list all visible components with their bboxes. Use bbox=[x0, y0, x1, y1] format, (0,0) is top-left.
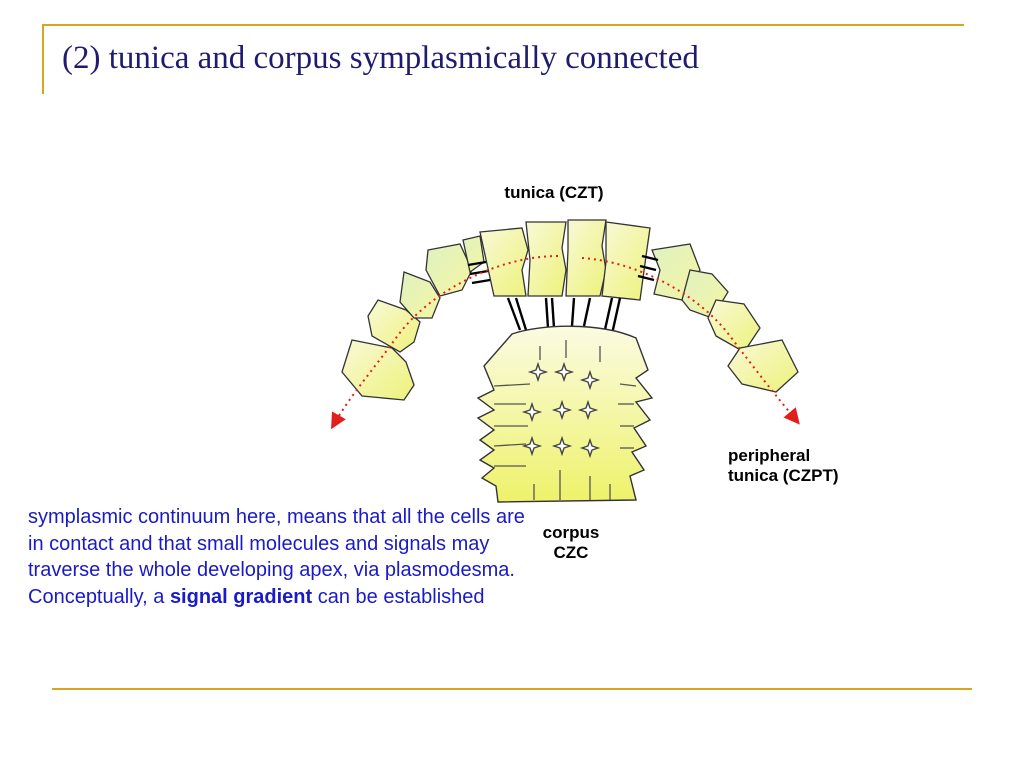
peripheral-tunica-label: peripheral tunica (CZPT) bbox=[728, 446, 839, 486]
paragraph-text-start: symplasmic continuum here, means that al… bbox=[28, 506, 525, 608]
tunica-cell bbox=[707, 299, 761, 353]
tunica-cell bbox=[565, 219, 607, 297]
cell-junction-markers bbox=[521, 361, 601, 459]
peripheral-label-line2: tunica (CZPT) bbox=[728, 466, 839, 485]
explanation-paragraph: symplasmic continuum here, means that al… bbox=[28, 504, 528, 610]
signal-arc-left bbox=[331, 255, 559, 430]
corpus-outline bbox=[476, 325, 654, 503]
plasmodesmata-connectors bbox=[467, 254, 659, 335]
signal-arc-right bbox=[581, 257, 800, 425]
tunica-right-arm bbox=[651, 243, 799, 393]
signal-gradient-emphasis: signal gradient bbox=[169, 585, 313, 608]
corpus-label: corpus CZC bbox=[526, 523, 616, 563]
tunica-label: tunica (CZT) bbox=[504, 183, 604, 202]
tunica-cell bbox=[601, 221, 651, 301]
corpus-block bbox=[476, 325, 654, 503]
peripheral-label-line1: peripheral bbox=[728, 446, 811, 465]
tunica-cell bbox=[525, 221, 567, 297]
signal-gradient-arc bbox=[331, 255, 800, 430]
paragraph-text-end: can be established bbox=[312, 585, 485, 608]
slide-left-rule bbox=[42, 24, 44, 94]
tunica-cell bbox=[727, 339, 799, 393]
tunica-cell bbox=[399, 271, 441, 319]
slide-title: (2) tunica and corpus symplasmically con… bbox=[62, 40, 699, 76]
corpus-label-line2: CZC bbox=[553, 543, 589, 562]
corpus-label-line1: corpus bbox=[542, 523, 600, 542]
slide-top-rule bbox=[42, 24, 964, 26]
tunica-cell bbox=[479, 227, 529, 297]
slide-bottom-rule bbox=[52, 688, 972, 690]
tunica-left-arm bbox=[341, 235, 485, 401]
corpus-cell-walls bbox=[493, 340, 637, 500]
tunica-central-cells bbox=[479, 219, 651, 301]
